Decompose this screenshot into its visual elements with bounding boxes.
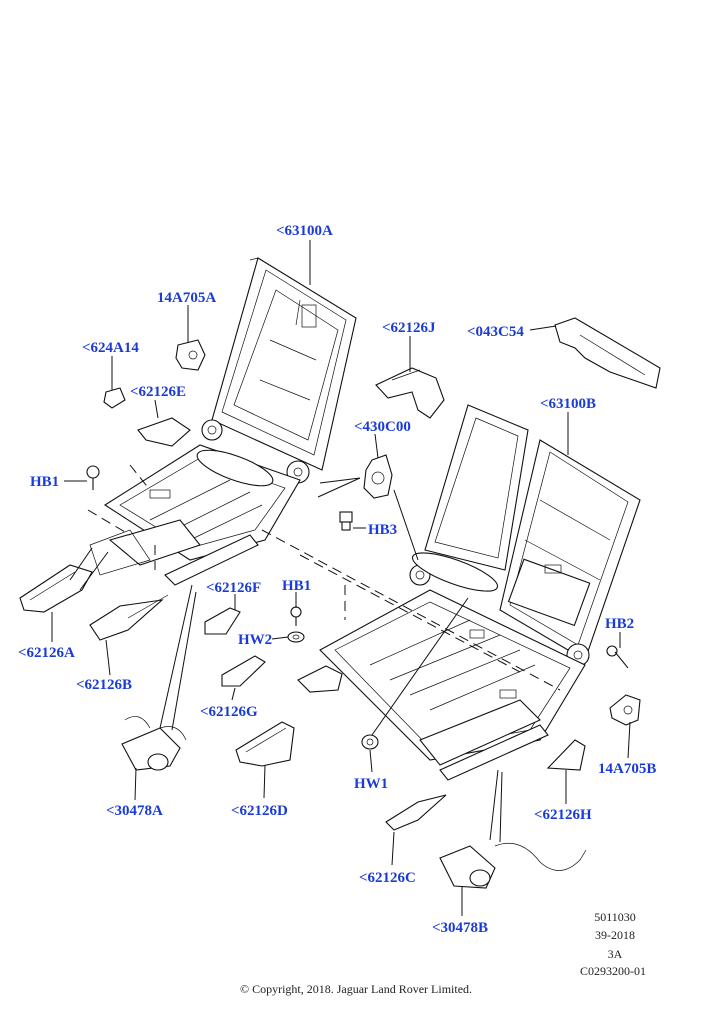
leader-lines (51, 240, 631, 916)
trim-62126b[interactable] (89, 594, 169, 641)
label-14A705B[interactable]: 14A705B (598, 761, 656, 777)
motor-30478b[interactable] (439, 842, 587, 889)
label-62126A[interactable]: <62126A (18, 645, 75, 661)
label-63100B[interactable]: <63100B (540, 396, 596, 412)
label-62126E[interactable]: <62126E (130, 384, 186, 400)
recliner-bracket-right[interactable] (609, 694, 641, 726)
label-62126F[interactable]: <62126F (206, 580, 261, 596)
label-62126J[interactable]: <62126J (382, 320, 436, 336)
label-HW1[interactable]: HW1 (354, 776, 388, 792)
motor-30478a[interactable] (121, 716, 187, 771)
label-HB1-upper[interactable]: HB1 (30, 474, 59, 490)
label-62126H[interactable]: <62126H (534, 807, 592, 823)
trim-043c54[interactable] (554, 317, 661, 389)
label-62126B[interactable]: <62126B (76, 677, 132, 693)
label-63100A[interactable]: <63100A (276, 223, 333, 239)
trim-62126c[interactable] (385, 794, 447, 831)
washer-hw2[interactable] (287, 631, 305, 643)
label-14A705A[interactable]: 14A705A (157, 290, 216, 306)
label-624A14[interactable]: <624A14 (82, 340, 139, 356)
assembly-centerlines (87, 464, 561, 691)
washer-hw1[interactable] (361, 734, 379, 750)
seat-back-frame-left[interactable] (201, 257, 357, 484)
reference-block: 5011030 39-2018 3A C0293200-01 (580, 910, 646, 978)
label-30478A[interactable]: <30478A (106, 803, 163, 819)
reference-line-4: C0293200-01 (580, 964, 646, 978)
bolt-hb3[interactable] (339, 511, 353, 531)
reference-line-2: 39-2018 (595, 928, 635, 942)
reference-line-3: 3A (608, 947, 623, 961)
part-430c00[interactable] (363, 454, 393, 499)
label-62126G[interactable]: <62126G (200, 704, 258, 720)
trim-62126h[interactable] (546, 739, 586, 771)
label-HB2[interactable]: HB2 (605, 616, 634, 632)
cover-62126e[interactable] (137, 417, 191, 447)
copyright-notice: © Copyright, 2018. Jaguar Land Rover Lim… (240, 982, 472, 996)
trim-62126d[interactable] (235, 721, 295, 767)
trim-62126g[interactable] (221, 655, 266, 687)
cover-62126j[interactable] (375, 367, 445, 419)
bracket-center[interactable] (297, 665, 343, 693)
clip-624a14[interactable] (103, 387, 126, 409)
trim-62126a[interactable] (19, 564, 93, 613)
label-62126C[interactable]: <62126C (359, 870, 416, 886)
label-HB1-lower[interactable]: HB1 (282, 578, 311, 594)
seat-back-frame-right[interactable] (409, 404, 641, 667)
label-430C00[interactable]: <430C00 (354, 419, 411, 435)
part-labels: <63100A 14A705A <62126J <043C54 <624A14 … (18, 223, 656, 936)
reference-line-1: 5011030 (594, 910, 636, 924)
label-HB3[interactable]: HB3 (368, 522, 397, 538)
label-62126D[interactable]: <62126D (231, 803, 288, 819)
seat-cushion-pan-right[interactable] (319, 545, 586, 781)
seat-cushion-pan-left[interactable] (89, 443, 301, 586)
bolt-hb2[interactable] (606, 645, 618, 657)
label-30478B[interactable]: <30478B (432, 920, 488, 936)
label-HW2[interactable]: HW2 (238, 632, 272, 648)
bolt-hb1-upper[interactable] (86, 465, 100, 490)
recliner-bracket-upper-left[interactable] (175, 339, 206, 371)
label-043C54[interactable]: <043C54 (467, 324, 524, 340)
bolt-hb1-lower[interactable] (290, 606, 302, 626)
trim-62126f[interactable] (204, 607, 241, 635)
